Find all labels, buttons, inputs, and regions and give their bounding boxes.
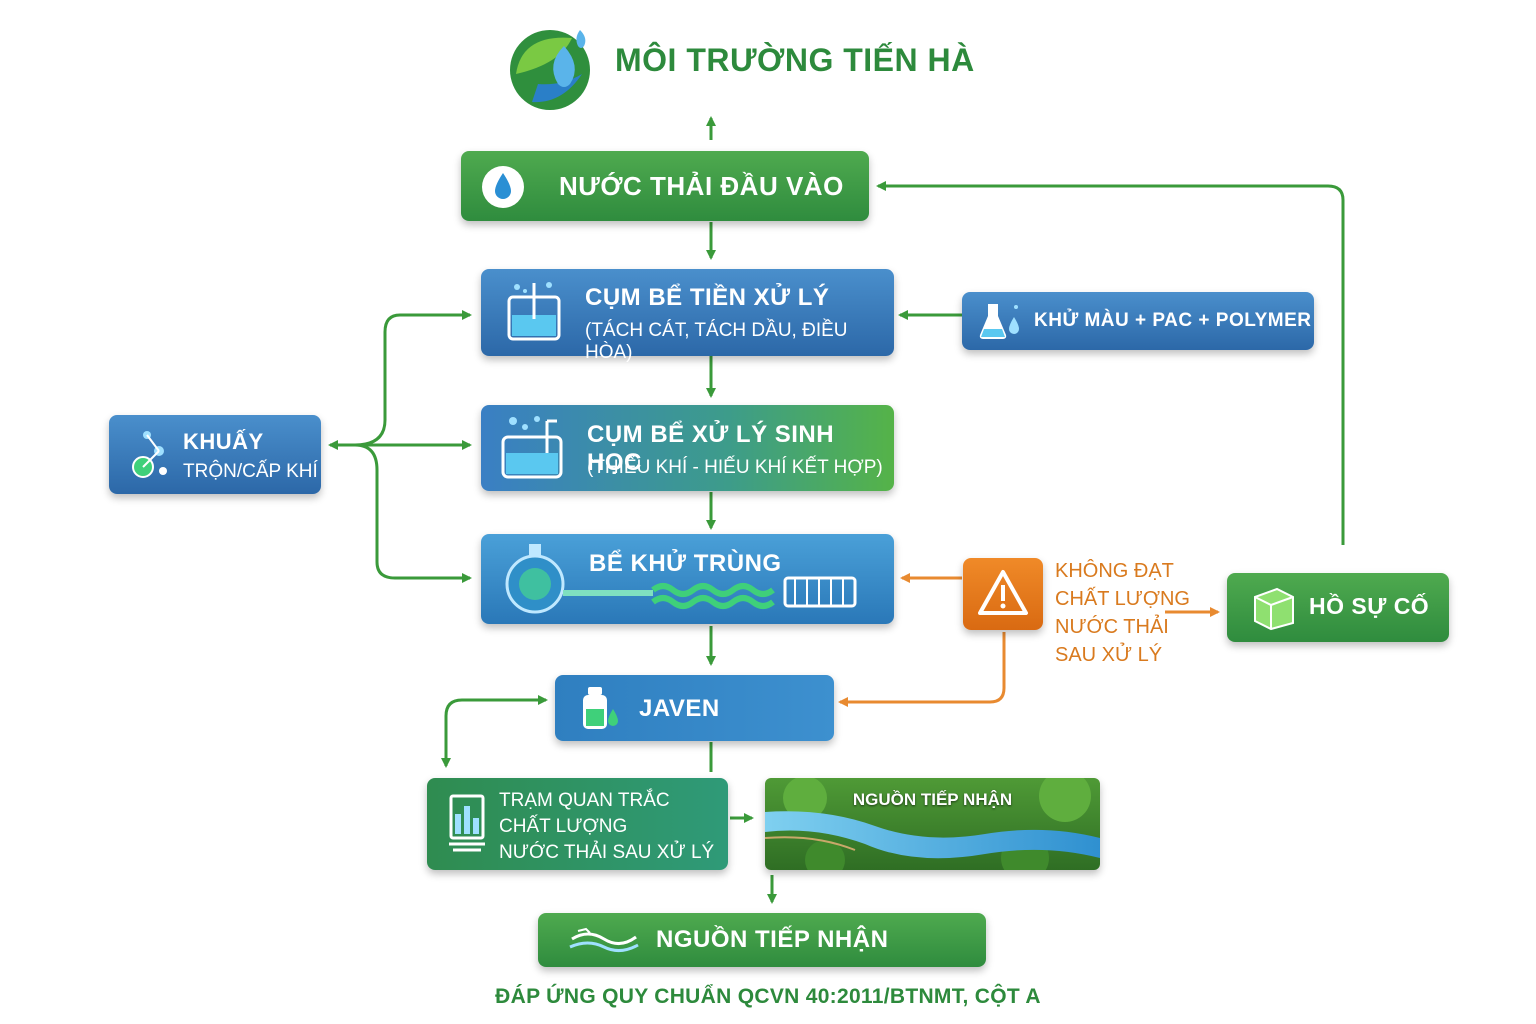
box-icon — [1251, 585, 1297, 631]
monitoring-box: TRẠM QUAN TRẮC CHẤT LƯỢNG NƯỚC THẢI SAU … — [427, 778, 728, 870]
incident-tank-label: HỒ SỰ CỐ — [1309, 593, 1430, 619]
disinfection-box: BỂ KHỬ TRÙNG — [481, 534, 894, 624]
water-drop-icon — [481, 165, 525, 209]
pretreatment-title: CỤM BỂ TIỀN XỬ LÝ — [585, 284, 830, 311]
mixing-box: KHUẤY TRỘN/CẤP KHÍ — [109, 415, 321, 494]
leaf-water-logo-icon — [510, 30, 590, 110]
brand-logo — [502, 24, 598, 112]
warning-triangle-icon — [977, 568, 1029, 618]
incident-tank-box: HỒ SỰ CỐ — [1227, 573, 1449, 642]
pretreatment-subtitle: (TÁCH CÁT, TÁCH DẦU, ĐIỀU HÒA) — [585, 320, 848, 363]
warning-line: SAU XỬ LÝ — [1055, 644, 1163, 666]
molecule-icon — [129, 427, 173, 481]
mixing-title: KHUẤY — [183, 429, 264, 454]
pretreatment-box: CỤM BỂ TIỀN XỬ LÝ (TÁCH CÁT, TÁCH DẦU, Đ… — [481, 269, 894, 363]
biological-box: CỤM BỂ XỬ LÝ SINH HỌC (THIẾU KHÍ - HIẾU … — [481, 405, 894, 491]
warning-line: KHÔNG ĐẠT — [1055, 560, 1174, 582]
receiving-box: NGUỒN TIẾP NHẬN — [538, 913, 986, 967]
arrow-javen-monitoring — [441, 698, 545, 768]
river-landscape-icon — [765, 778, 1100, 870]
bottle-icon — [579, 685, 619, 733]
receiving-image-label: NGUỒN TIẾP NHẬN — [852, 790, 1013, 809]
water-wave-icon — [568, 925, 640, 955]
receiving-label: NGUỒN TIẾP NHẬN — [656, 926, 889, 953]
influent-box: NƯỚC THẢI ĐẦU VÀO — [461, 151, 869, 221]
disinfection-process-icon — [497, 542, 877, 618]
warning-box — [963, 558, 1043, 630]
aeration-tank-icon — [499, 413, 565, 481]
arrow-incident-influent — [876, 181, 1345, 545]
mixing-subtitle: TRỘN/CẤP KHÍ — [183, 461, 318, 482]
warning-line: NƯỚC THẢI — [1055, 616, 1169, 638]
monitoring-line: CHẤT LƯỢNG — [499, 816, 628, 837]
tank-icon — [503, 279, 565, 345]
warning-text: KHÔNG ĐẠT CHẤT LƯỢNG NƯỚC THẢI SAU XỬ LÝ — [1055, 557, 1190, 669]
brand-name: MÔI TRƯỜNG TIẾN HÀ — [615, 42, 975, 78]
disinfection-label: BỂ KHỬ TRÙNG — [589, 550, 782, 577]
arrow-warning-javen — [838, 632, 1006, 707]
chemicals-label: KHỬ MÀU + PAC + POLYMER — [1034, 310, 1312, 331]
arrow-mixing-pretreatment — [354, 310, 472, 447]
flask-icon — [978, 301, 1022, 341]
monitoring-station-icon — [445, 792, 489, 858]
monitoring-line: TRẠM QUAN TRẮC — [499, 790, 670, 811]
biological-subtitle: (THIẾU KHÍ - HIẾU KHÍ KẾT HỢP) — [587, 457, 883, 478]
javen-label: JAVEN — [639, 695, 720, 722]
monitoring-line: NƯỚC THẢI SAU XỬ LÝ — [499, 842, 715, 863]
javen-box: JAVEN — [555, 675, 834, 741]
biological-title: CỤM BỂ XỬ LÝ SINH HỌC — [587, 421, 835, 476]
chemicals-box: KHỬ MÀU + PAC + POLYMER — [962, 292, 1314, 350]
arrow-mixing-disinfection — [354, 443, 472, 583]
receiving-river-image: NGUỒN TIẾP NHẬN — [765, 778, 1100, 870]
compliance-footer: ĐÁP ỨNG QUY CHUẨN QCVN 40:2011/BTNMT, CỘ… — [495, 985, 1041, 1008]
influent-label: NƯỚC THẢI ĐẦU VÀO — [559, 171, 844, 201]
warning-line: CHẤT LƯỢNG — [1055, 588, 1190, 610]
